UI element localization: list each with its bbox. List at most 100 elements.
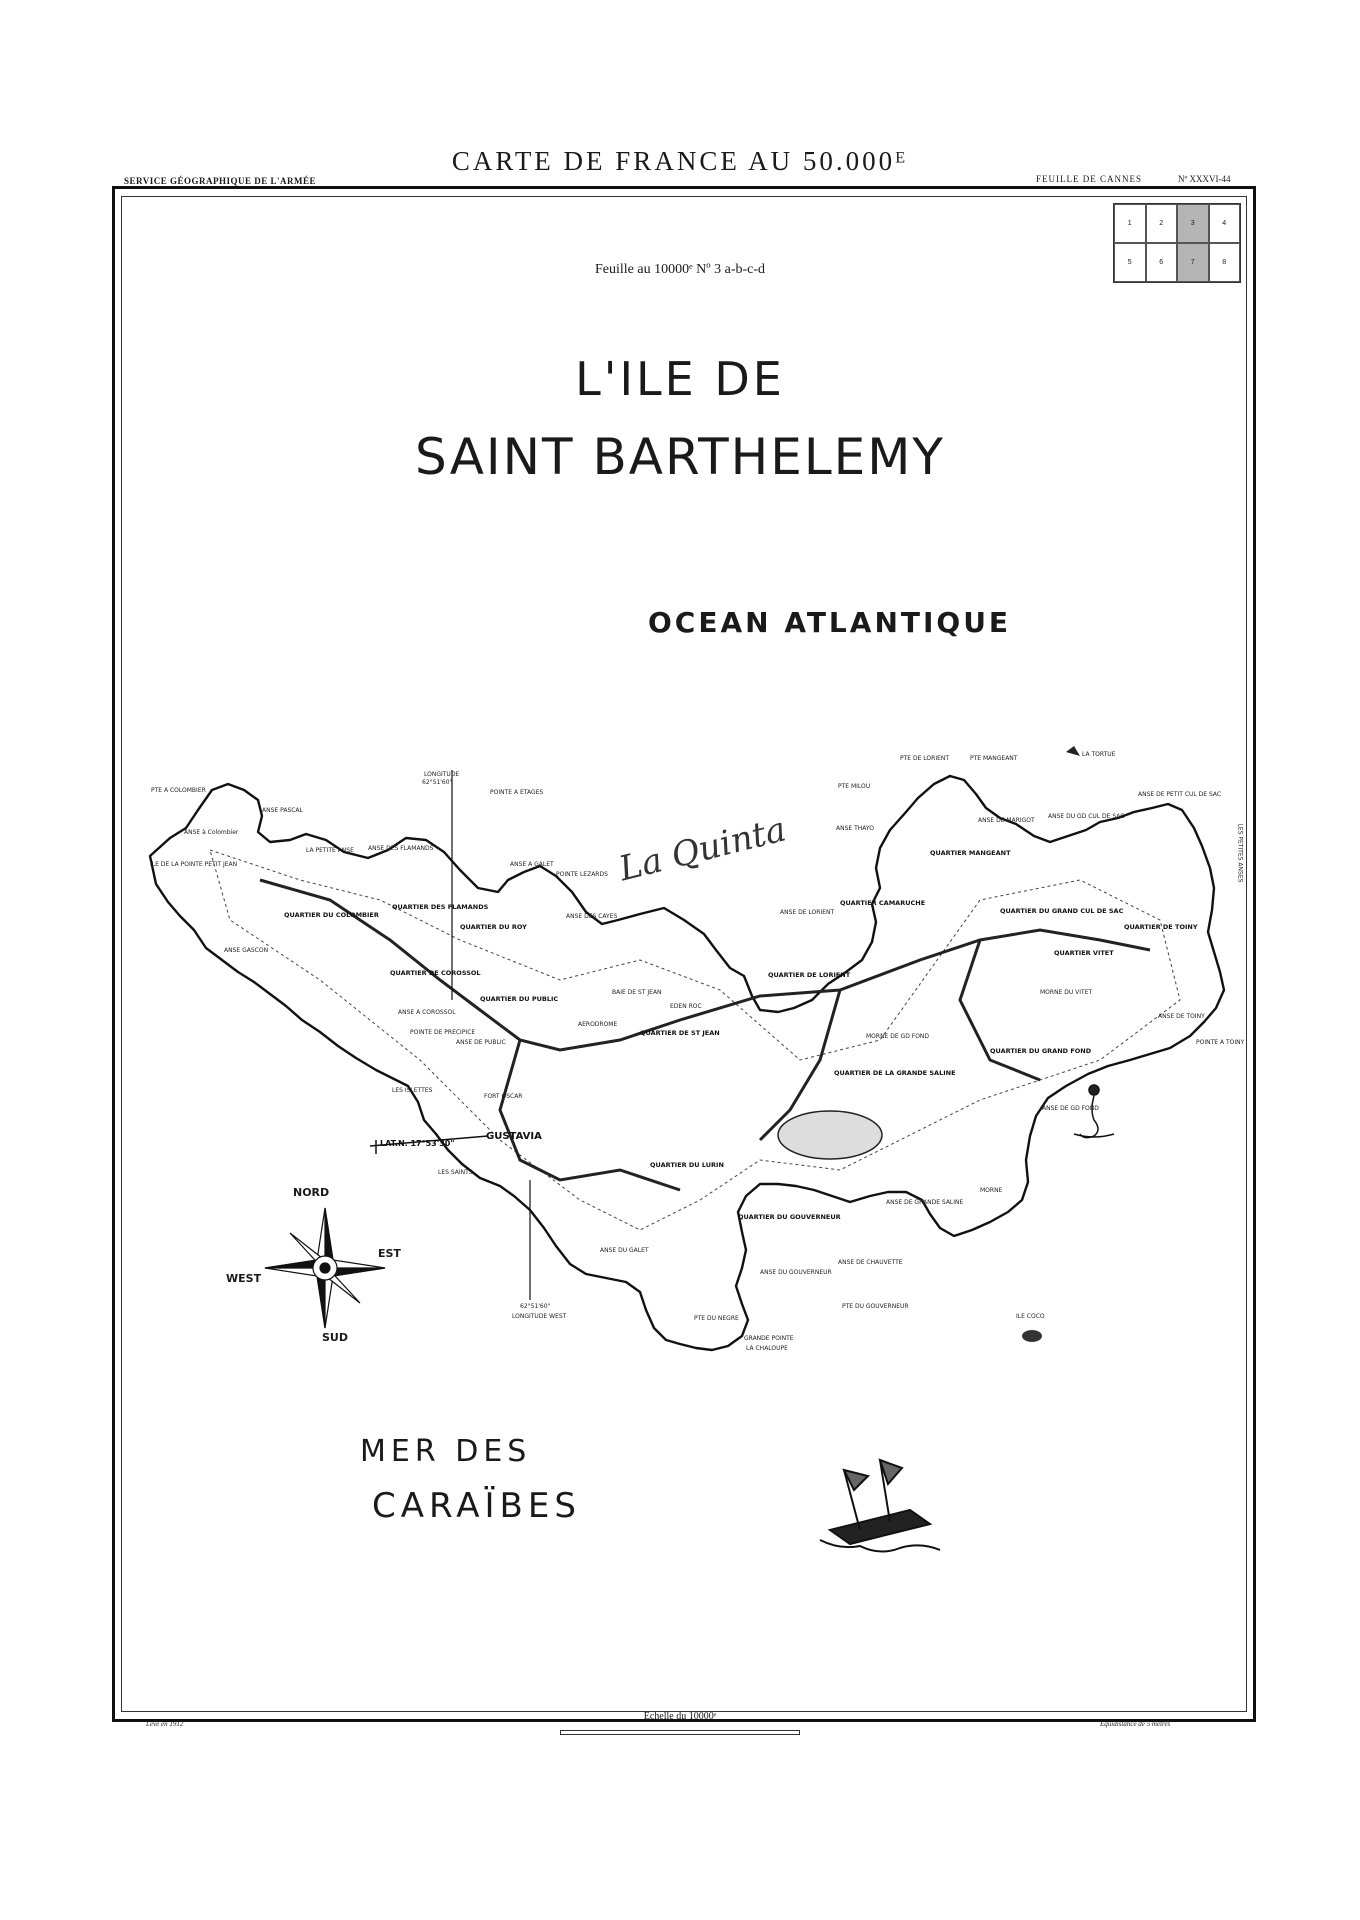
service-label: SERVICE GÉOGRAPHIQUE DE L'ARMÉE: [124, 176, 316, 186]
ocean-label: OCEAN ATLANTIQUE: [648, 606, 1012, 639]
place-label: LA PETITE ANSE: [306, 847, 354, 854]
place-label: ANSE à Colombier: [184, 829, 239, 836]
quarter-label: QUARTIER VITET: [1054, 949, 1114, 957]
sheet-index-cell: 8: [1208, 243, 1240, 282]
sheet-index-cell: 5: [1114, 243, 1146, 282]
place-label: ANSE DE PUBLIC: [456, 1039, 506, 1046]
place-label: ANSE GASCON: [224, 947, 269, 954]
quarter-label: QUARTIER CAMARUCHE: [840, 899, 926, 907]
latitude-label: LAT.N. 17°53'30": [380, 1139, 455, 1148]
quarter-label: QUARTIER DE LORIENT: [768, 971, 851, 979]
map-inner-frame: [121, 196, 1247, 1712]
sheet-index-cell: 1: [1114, 204, 1146, 243]
place-label: ANSE DE LORIENT: [780, 909, 835, 916]
place-label: PTE DU GOUVERNEUR: [842, 1303, 909, 1310]
place-label: ANSE DE TOINY: [1158, 1013, 1205, 1020]
compass-south-label: SUD: [322, 1331, 348, 1344]
contour-interval: Equidistance de 5 mètres: [1100, 1720, 1171, 1728]
place-label: POINTE A TOINY: [1196, 1039, 1245, 1046]
place-label: ILE COCO: [1016, 1313, 1045, 1320]
town-label: GUSTAVIA: [486, 1131, 542, 1142]
compass-west-label: WEST: [226, 1272, 262, 1285]
ile-coco: [1022, 1330, 1042, 1342]
scale-label: Echelle du 10000ᵉ: [643, 1711, 717, 1722]
sea-label-line2: CARAÏBES: [372, 1486, 581, 1526]
map-frame: [112, 186, 1256, 1722]
place-label: ANSE DE CHAUVETTE: [838, 1259, 903, 1266]
quarter-label: QUARTIER DU COLOMBIER: [284, 911, 379, 919]
sheet-index-cell: 6: [1145, 243, 1177, 282]
feuille-number: Nº XXXVI-44: [1178, 174, 1231, 184]
place-label: PTE MANGEANT: [970, 755, 1018, 762]
place-label: ANSE PASCAL: [262, 807, 303, 814]
place-label: LA TORTUE: [1082, 751, 1116, 758]
place-label: LES PETITES ANSES: [1236, 823, 1244, 883]
place-label: POINTE DE PRECIPICE: [410, 1029, 476, 1036]
place-label: ANSE A COROSSOL: [398, 1009, 456, 1016]
mermaid-illustration: [1073, 1084, 1115, 1139]
place-label: EDEN ROC: [670, 1003, 702, 1010]
compass-east-label: EST: [378, 1247, 401, 1260]
place-label: LONGITUDE WEST: [512, 1313, 567, 1320]
sheet-index-grid: 1 2 3 4 5 6 7 8: [1113, 203, 1241, 283]
scale-bar: [560, 1730, 800, 1735]
main-road: [259, 878, 1151, 1052]
la-tortue-islet: [1066, 746, 1080, 756]
place-label: ANSE DE GRANDE SALINE: [886, 1199, 964, 1206]
compass-rose: [264, 1207, 386, 1329]
place-label: ANSE DES FLAMANDS: [368, 845, 434, 852]
place-label: PTE MILOU: [838, 783, 871, 790]
place-label: PTE A COLOMBIER: [151, 787, 206, 794]
quarter-label: QUARTIER DE LA GRANDE SALINE: [834, 1069, 956, 1077]
sea-label-line1: MER DES: [360, 1434, 532, 1469]
place-label: ANSE DES CAYES: [566, 913, 618, 920]
road-east: [758, 989, 842, 1142]
place-label: LONGITUDE: [424, 771, 460, 778]
sheet-index-cell: 7: [1177, 243, 1209, 282]
sub-sheet-label: Feuille au 10000ᵉ Nº 3 a-b-c-d: [594, 262, 766, 277]
place-label: LES ISLETTES: [392, 1087, 433, 1094]
quarter-label: QUARTIER MANGEANT: [930, 849, 1011, 857]
place-label: ANSE DU GD CUL DE SAC: [1048, 813, 1125, 820]
place-label: MORNE DE GD FOND: [866, 1033, 930, 1040]
place-label: PTE DE LORIENT: [900, 755, 950, 762]
quarter-label: QUARTIER DE TOINY: [1124, 923, 1198, 931]
quarter-label: QUARTIER DE ST JEAN: [640, 1029, 720, 1037]
island-coastline: [148, 774, 1226, 1352]
place-label: ANSE THAYO: [836, 825, 874, 832]
place-label: ANSE DU GALET: [600, 1247, 649, 1254]
place-label: ILE DE LA POINTE PETIT JEAN: [150, 861, 238, 868]
place-label: PTE DU NEGRE: [694, 1315, 739, 1322]
place-label: ANSE DU GOUVERNEUR: [760, 1269, 832, 1276]
map-header-title: CARTE DE FRANCE AU 50.000ᴱ: [451, 146, 909, 176]
sheet-index-cell: 2: [1145, 204, 1177, 243]
latitude-marker: [369, 1135, 489, 1154]
map-title-line1: L'ILE DE: [575, 352, 785, 406]
road-grand-fond: [958, 939, 1041, 1082]
compass-north-label: NORD: [293, 1186, 330, 1199]
quarter-label: QUARTIER DU GRAND CUL DE SAC: [1000, 907, 1124, 915]
shipwreck-illustration: [819, 1458, 941, 1553]
place-label: GRANDE POINTE: [744, 1335, 794, 1342]
place-label: ANSE DE GD FOND: [1042, 1105, 1099, 1112]
survey-year: Levé en 1912: [146, 1720, 184, 1728]
quarter-label: QUARTIER DE COROSSOL: [390, 969, 481, 977]
quarter-label: QUARTIER DU GRAND FOND: [990, 1047, 1092, 1055]
place-label: AERODROME: [578, 1021, 618, 1028]
place-label: LA CHALOUPE: [746, 1345, 788, 1352]
place-label: POINTE A ETAGES: [490, 789, 544, 796]
road-south: [498, 1039, 681, 1192]
place-label: MORNE: [980, 1187, 1003, 1194]
map-title-line2: SAINT BARTHELEMY: [415, 428, 945, 486]
place-label: BAIE DE ST JEAN: [612, 989, 662, 996]
quarter-label: QUARTIER DU GOUVERNEUR: [738, 1213, 841, 1221]
place-label: ANSE DE MARIGOT: [978, 817, 1035, 824]
place-label: MORNE DU VITET: [1040, 989, 1093, 996]
place-label: POINTE LEZARDS: [556, 871, 608, 878]
quarter-label: QUARTIER DES FLAMANDS: [392, 903, 489, 911]
quarter-label: QUARTIER DU ROY: [460, 923, 527, 931]
place-label: ANSE DE PETIT CUL DE SAC: [1138, 791, 1222, 798]
place-label: ANSE A GALET: [510, 861, 554, 868]
place-label: LES SAINTS: [438, 1169, 473, 1176]
